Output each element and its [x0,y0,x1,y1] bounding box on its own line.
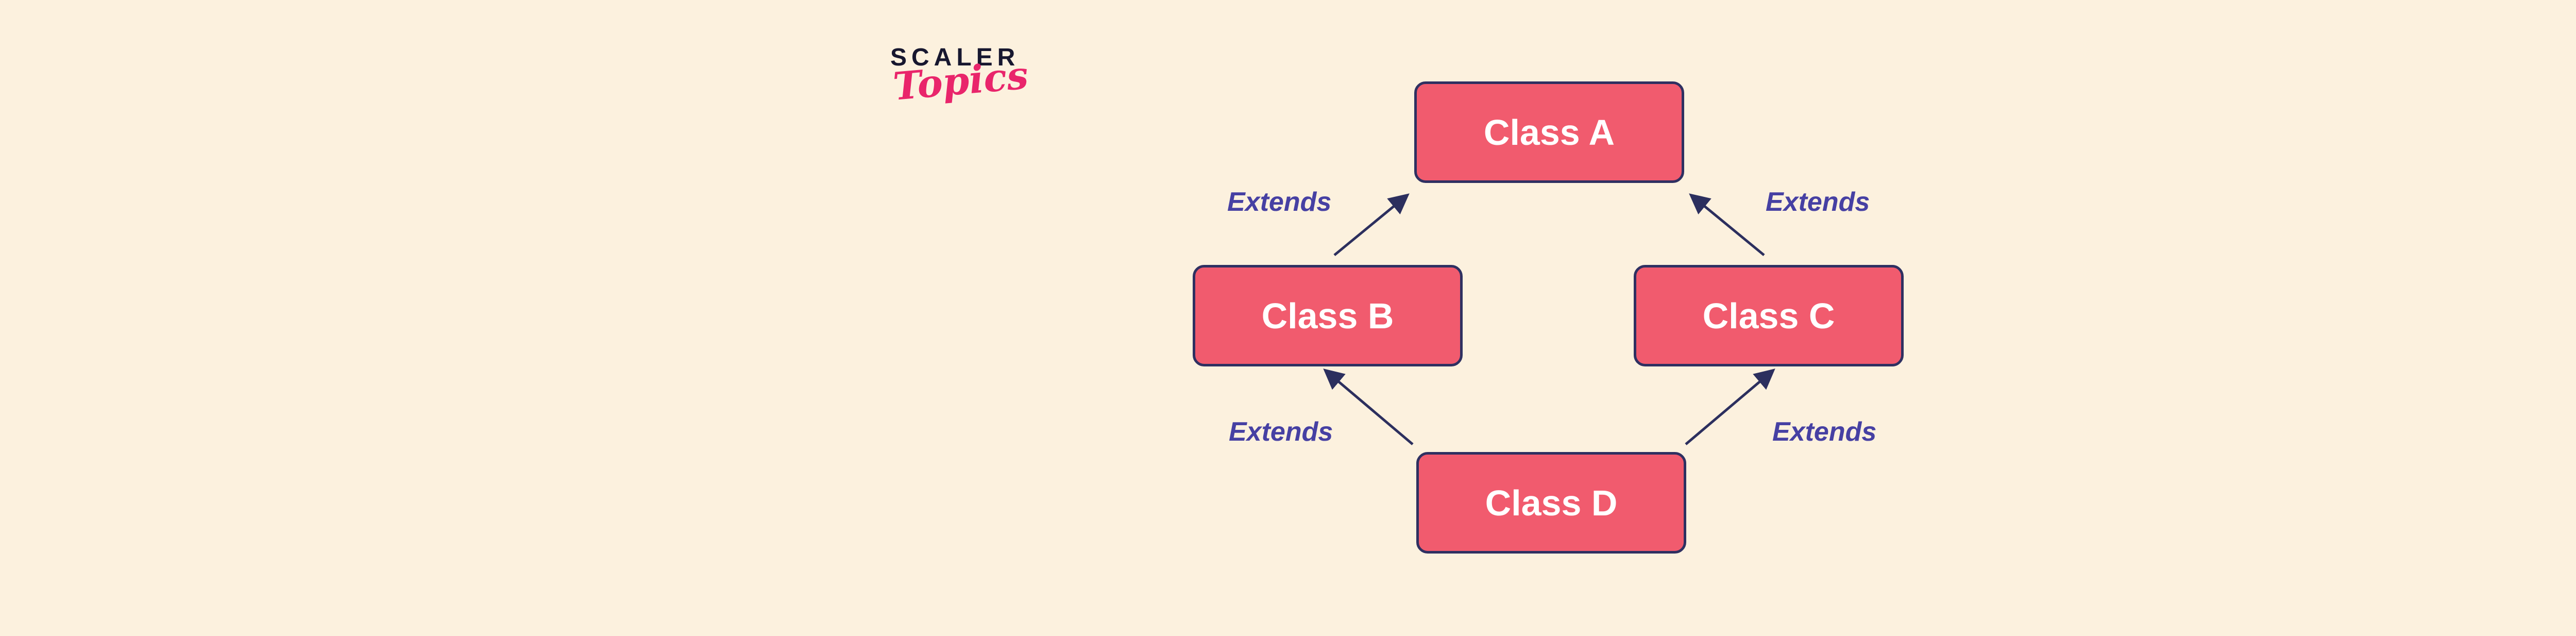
node-class-a: Class A [1414,81,1684,183]
edge-label-d-extends-c: Extends [1772,417,1877,447]
node-class-b: Class B [1193,265,1463,366]
node-class-a-label: Class A [1483,112,1615,153]
node-class-b-label: Class B [1261,295,1394,336]
arrow-b-extends-a [1333,193,1410,256]
logo-brand-text: SCALER [890,44,1020,71]
arrow-d-extends-b [1323,369,1414,445]
arrow-c-extends-a [1689,193,1765,256]
arrow-d-extends-c [1685,369,1775,445]
scaler-topics-logo: SCALER Topics [890,44,1045,109]
node-class-d-label: Class D [1485,482,1618,523]
edge-label-b-extends-a: Extends [1227,187,1332,217]
node-class-d: Class D [1416,452,1686,554]
node-class-c: Class C [1634,265,1904,366]
edge-label-d-extends-b: Extends [1229,417,1333,447]
node-class-c-label: Class C [1702,295,1835,336]
edge-label-c-extends-a: Extends [1766,187,1870,217]
